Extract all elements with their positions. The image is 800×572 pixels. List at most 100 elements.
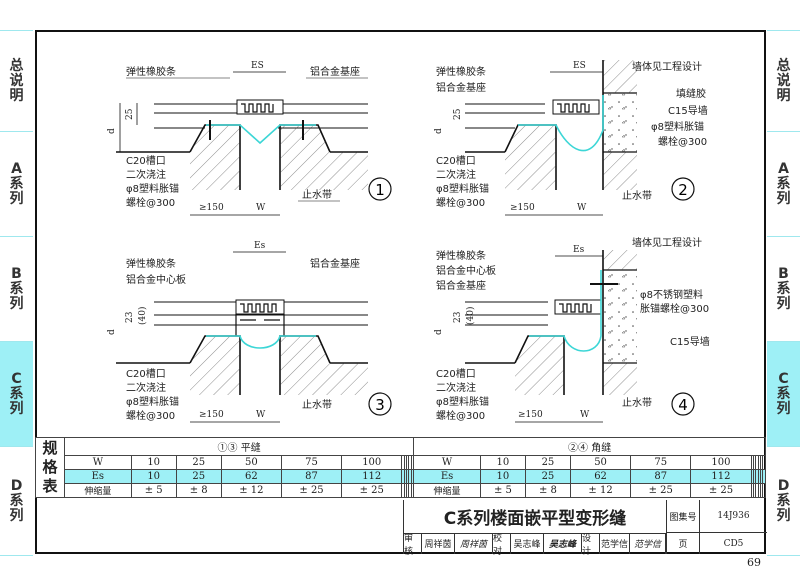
label-wall: 墙体见工程设计 (632, 60, 702, 73)
checker-signature: 吴志峰 (544, 533, 582, 554)
dim-depth: d (434, 128, 444, 134)
table-row-es: Es 10 25 62 87 112 Es 10 25 62 87 112 (36, 469, 766, 484)
label-groove: C20槽口 (436, 154, 476, 167)
cell: 25 (524, 469, 571, 484)
tab-char: 明 (776, 87, 791, 104)
label-elastic-strip: 弹性橡胶条 (126, 257, 176, 270)
spec-table: 规格表 ①③ 平缝 ②④ 角缝 W 10 25 50 75 100 W 10 2… (35, 437, 766, 498)
group-caption-flat: ①③ 平缝 (63, 437, 415, 456)
dim-height: 25 (125, 108, 135, 120)
tab-char: A (11, 160, 22, 177)
dim-depth: d (434, 329, 444, 335)
label-anchor: φ8塑料胀锚 (126, 395, 179, 408)
row-head: 伸缩量 (413, 483, 481, 498)
designer-signature: 范学信 (630, 533, 666, 554)
tab-char: C (778, 370, 789, 387)
dim-w: W (256, 203, 266, 213)
cell: ± 5 (130, 483, 177, 498)
dim-depth: d (107, 329, 117, 335)
label-center-plate: 铝合金中心板 (436, 264, 496, 277)
cell: 75 (630, 455, 692, 470)
label-waterstop: 止水带 (622, 190, 652, 202)
label-anchor-right: φ8塑料胀锚 (651, 120, 704, 133)
tab-char: D (777, 477, 790, 494)
checker-name: 吴志峰 (511, 533, 544, 554)
label-bolt: 螺栓@300 (436, 196, 485, 209)
design-label: 设计 (582, 533, 600, 557)
tab-char: B (11, 265, 22, 282)
tab-char: 系 (9, 175, 24, 192)
tab-char: A (778, 160, 789, 177)
cell: 87 (280, 469, 343, 484)
dim-min-width: ≥150 (199, 410, 224, 420)
detail-number-circle (671, 177, 695, 201)
cell: 25 (175, 455, 222, 470)
label-elastic-strip: 弹性橡胶条 (126, 65, 176, 78)
cell: 50 (569, 455, 632, 470)
side-tab-general-right[interactable]: 总说明 (767, 30, 800, 131)
dim-w: W (577, 203, 587, 213)
label-groove: C20槽口 (126, 154, 166, 167)
dim-w: W (256, 410, 266, 420)
cell: ± 5 (479, 483, 526, 498)
cell: 100 (341, 455, 403, 470)
table-row-expansion: 伸缩量 ± 5 ± 8 ± 12 ± 25 ± 25 伸缩量 ± 5 ± 8 ±… (36, 483, 766, 498)
drawing-canvas: ES 25 d ≥150 W 弹性橡胶条 铝合金基座 C20槽口 二次浇注 φ8… (107, 60, 710, 423)
tab-char: B (778, 265, 789, 282)
detail-number-circle (368, 392, 392, 416)
tab-char: 系 (9, 385, 24, 402)
label-groove: C20槽口 (436, 367, 476, 380)
cell: 10 (479, 469, 526, 484)
review-label: 审核 (404, 533, 422, 557)
label-pour: 二次浇注 (436, 381, 476, 394)
dim-height-alt: (40) (465, 307, 476, 325)
detail-number: 4 (678, 396, 688, 414)
label-sealant: 填缝胶 (676, 87, 706, 100)
cell: ± 12 (220, 483, 282, 498)
label-base: 铝合金基座 (310, 257, 360, 270)
label-guide-wall: C15导墙 (670, 335, 710, 348)
detail-4: Es 23 (40) d ≥150 W 弹性橡胶条 铝合金中心板 铝合金基座 墙… (434, 236, 710, 423)
label-elastic-strip: 弹性橡胶条 (436, 249, 486, 262)
tab-char: 列 (776, 507, 791, 524)
dim-es: ES (251, 61, 264, 71)
tab-char: 列 (9, 400, 24, 417)
tab-char: 系 (776, 385, 791, 402)
label-base: 铝合金基座 (310, 65, 360, 78)
cell: ± 25 (280, 483, 343, 498)
dim-min-width: ≥150 (510, 203, 535, 213)
dim-min-width: ≥150 (199, 203, 224, 213)
detail-2: ES 25 d ≥150 W 弹性橡胶条 铝合金基座 墙体见工程设计 填缝胶 C… (434, 60, 708, 216)
dim-height: 23 (453, 311, 463, 323)
cell: 25 (524, 455, 571, 470)
tab-char: 系 (9, 280, 24, 297)
cell: 112 (341, 469, 403, 484)
detail-number-circle (368, 177, 392, 201)
label-elastic-strip: 弹性橡胶条 (436, 65, 486, 78)
detail-number: 2 (678, 181, 688, 199)
cell: 10 (479, 455, 526, 470)
row-head: W (64, 455, 132, 470)
detail-1: ES 25 d ≥150 W 弹性橡胶条 铝合金基座 C20槽口 二次浇注 φ8… (107, 61, 392, 216)
detail-number: 3 (375, 396, 385, 414)
drawing-title: C系列楼面嵌平型变形缝 (404, 500, 666, 534)
label-bolt: 螺栓@300 (126, 409, 175, 422)
title-block: C系列楼面嵌平型变形缝 图集号 14J936 页 CD5 审核 周祥茵 周祥茵 … (403, 500, 767, 557)
detail-3: Es 23 (40) d ≥150 W 弹性橡胶条 铝合金中心板 铝合金基座 C… (107, 241, 392, 423)
side-tab-general[interactable]: 总说明 (0, 30, 33, 131)
row-head: W (413, 455, 481, 470)
group-caption-corner: ②④ 角缝 (413, 437, 766, 456)
tab-char: 系 (776, 492, 791, 509)
signature-row: 审核 周祥茵 周祥茵 校对 吴志峰 吴志峰 设计 范学信 范学信 (404, 533, 666, 557)
dim-height: 23 (125, 311, 135, 323)
page-code: CD5 (699, 533, 767, 554)
tab-char: 说 (9, 72, 24, 89)
